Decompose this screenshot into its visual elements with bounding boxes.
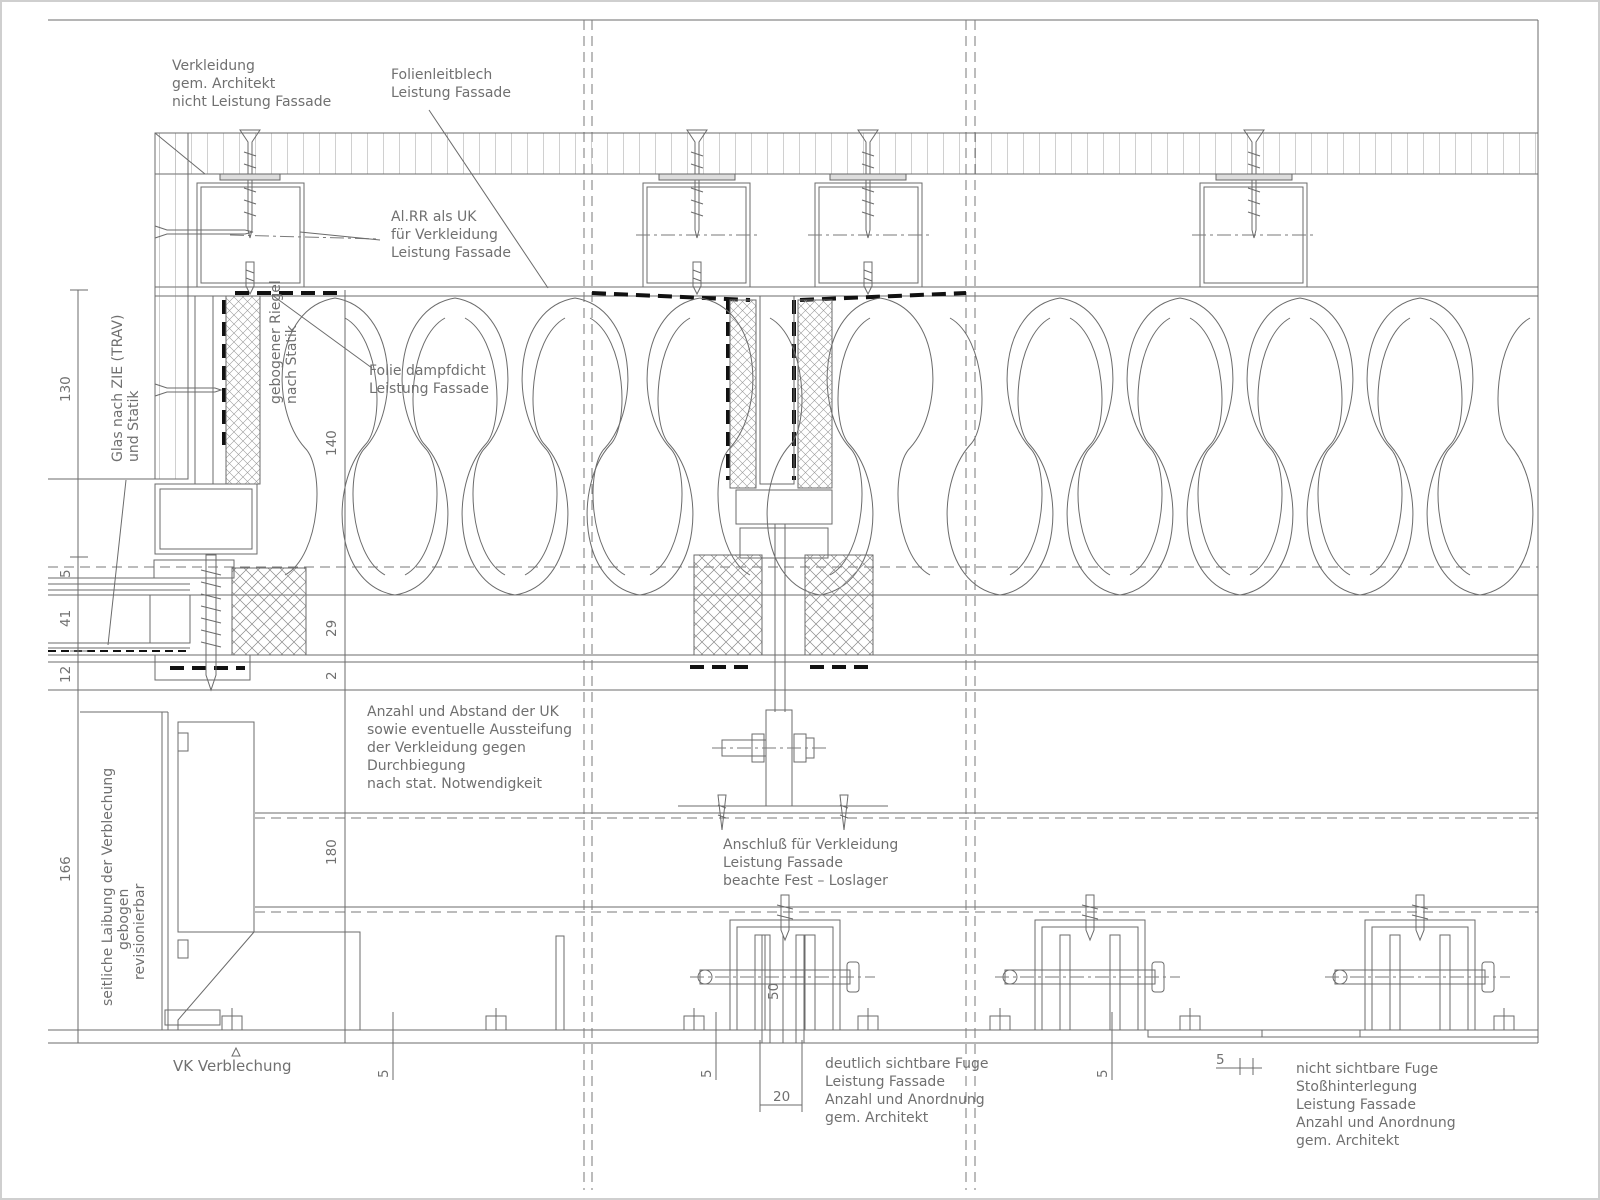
note-laibung-3: revisionierbar [132, 883, 148, 980]
annotations: Verkleidung gem. Architekt nicht Leistun… [58, 58, 1456, 1149]
insulation-drop [946, 317, 1054, 596]
note-anschluss-1: Anschluß für Verkleidung [723, 837, 898, 853]
note-fuge-sichtbar-1: deutlich sichtbare Fuge [825, 1056, 989, 1072]
dim-41: 41 [58, 610, 74, 627]
leader-lines [107, 109, 549, 646]
dim-130: 130 [58, 376, 74, 402]
insulation-teardrops [281, 297, 1534, 596]
note-fuge-nicht-1: nicht sichtbare Fuge [1296, 1061, 1438, 1077]
note-folie-2: Leistung Fassade [369, 381, 489, 397]
base-bolts [218, 1008, 1518, 1031]
dimension-lines [70, 289, 1539, 1112]
insulation-drop [281, 297, 389, 576]
note-uk-3: der Verkleidung gegen [367, 740, 526, 756]
insulation-columns [154, 295, 833, 712]
insulation-drop [1186, 317, 1294, 596]
dim-180: 180 [324, 839, 340, 865]
vapour-foil [170, 291, 967, 670]
insulation-drop [1006, 297, 1114, 576]
note-anschluss-2: Leistung Fassade [723, 855, 843, 871]
note-fuge-nicht-3: Leistung Fassade [1296, 1097, 1416, 1113]
bracket-assembly [1325, 894, 1510, 1031]
bracket-assembly [690, 894, 875, 1031]
note-laibung-1: seitliche Laibung der Verblechung [100, 768, 116, 1006]
subframe-tubes [196, 182, 1315, 288]
insulation-drop [1366, 297, 1474, 576]
break-lines [583, 20, 976, 1190]
insulation-drop [646, 297, 754, 576]
base-bolt [1176, 1008, 1204, 1031]
center-bracket [678, 709, 888, 831]
dim-5a: 5 [58, 569, 74, 578]
insulation-drop [401, 297, 509, 576]
note-uk-1: Anzahl und Abstand der UK [367, 704, 560, 720]
note-verkleidung-2: gem. Architekt [172, 76, 276, 92]
note-alrr-1: Al.RR als UK [391, 209, 477, 225]
insulation-drop [826, 297, 934, 576]
note-vk: VK Verblechung [173, 1057, 292, 1075]
insulation-drop [1426, 317, 1534, 596]
insulation-drop [341, 317, 449, 596]
note-laibung-2: gebogen [116, 889, 132, 950]
dim-12: 12 [58, 666, 74, 683]
base-bolt [1490, 1008, 1518, 1031]
dim-5e: 5 [1216, 1052, 1225, 1068]
note-anschluss-3: beachte Fest – Loslager [723, 873, 888, 889]
dim-5b: 5 [376, 1069, 392, 1078]
dim-140: 140 [324, 430, 340, 456]
note-alrr-2: für Verkleidung [391, 227, 498, 243]
insulation-drop [1306, 317, 1414, 596]
dim-5c: 5 [699, 1069, 715, 1078]
insulation-drop [1246, 297, 1354, 576]
note-fuge-sichtbar-3: Anzahl und Anordnung [825, 1092, 985, 1108]
insulation-drop [586, 317, 694, 596]
dim-166: 166 [58, 856, 74, 882]
note-uk-4: Durchbiegung [367, 758, 466, 774]
note-verkleidung-3: nicht Leistung Fassade [172, 94, 331, 110]
insulation-drop [461, 317, 569, 596]
screws [154, 129, 1293, 397]
base-bolt [854, 1008, 882, 1031]
note-uk-5: nach stat. Notwendigkeit [367, 776, 542, 792]
note-riegel-2: nach Statik [284, 324, 300, 404]
note-verkleidung-1: Verkleidung [172, 58, 255, 74]
dim-50: 50 [766, 983, 782, 1000]
dim-20: 20 [773, 1089, 790, 1105]
note-alrr-3: Leistung Fassade [391, 245, 511, 261]
insulation-drop [1066, 317, 1174, 596]
base-bolt [986, 1008, 1014, 1031]
base-bolt [680, 1008, 708, 1031]
side-reveal-sheet [80, 711, 361, 1030]
spacer-blocks [231, 554, 874, 656]
glazing-unit [48, 554, 251, 692]
base-bolt [482, 1008, 510, 1031]
note-riegel-1: gebogener Riegel [268, 280, 284, 404]
base-bolt [218, 1008, 246, 1031]
insulation-drop [521, 297, 629, 576]
note-fuge-nicht-4: Anzahl und Anordnung [1296, 1115, 1456, 1131]
cladding-plate [154, 132, 1539, 175]
note-folienleitblech-2: Leistung Fassade [391, 85, 511, 101]
note-folienleitblech-1: Folienleitblech [391, 67, 492, 83]
dim-29: 29 [324, 620, 340, 637]
note-folie-1: Folie dampfdicht [369, 363, 486, 379]
note-uk-2: sowie eventuelle Aussteifung [367, 722, 572, 738]
note-glas-1: Glas nach ZIE (TRAV) [110, 315, 126, 462]
bracket-assembly [995, 894, 1180, 1031]
lower-brackets [466, 894, 1510, 1044]
insulation-drop [1126, 297, 1234, 576]
left-wall [154, 132, 206, 480]
note-glas-2: und Statik [126, 390, 142, 462]
note-fuge-nicht-5: gem. Architekt [1296, 1133, 1400, 1149]
note-fuge-nicht-2: Stoßhinterlegung [1296, 1079, 1417, 1095]
dim-2: 2 [324, 671, 340, 680]
note-fuge-sichtbar-4: gem. Architekt [825, 1110, 929, 1126]
note-fuge-sichtbar-2: Leistung Fassade [825, 1074, 945, 1090]
dim-5d: 5 [1095, 1069, 1111, 1078]
